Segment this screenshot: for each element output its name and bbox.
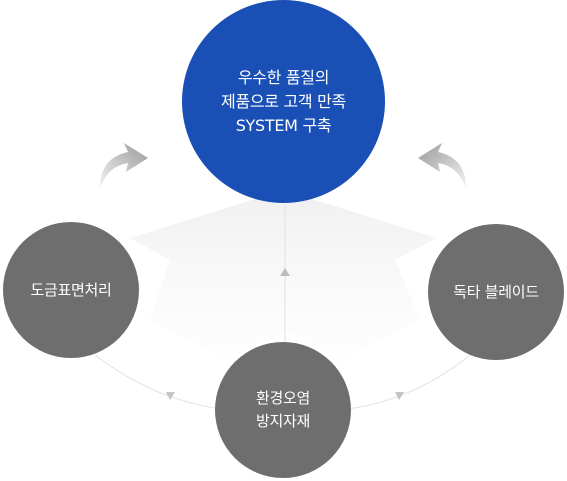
center-goal-line-2: 제품으로 고객 만족 (221, 91, 346, 111)
center-goal-line-1: 우수한 품질의 (237, 67, 330, 87)
pollution-prevention-circle: 환경오염 방지자재 (215, 342, 351, 478)
small-triangle-arrow-icon (395, 392, 404, 400)
plating-surface-circle: 도금표면처리 (3, 222, 139, 358)
pollution-prevention-line-1: 환경오염 (255, 389, 310, 407)
faded-arrow-left (130, 196, 285, 360)
doctor-blade-circle: 독타 블레이드 (428, 224, 564, 360)
curved-arrow-up-right-icon (100, 143, 148, 188)
pollution-prevention-line-2: 방지자재 (255, 412, 310, 430)
center-goal-line-3: SYSTEM 구축 (235, 115, 332, 135)
faded-arrow-right (285, 196, 437, 360)
small-triangle-arrow-icon (166, 392, 175, 400)
doctor-blade-label: 독타 블레이드 (453, 282, 539, 301)
curved-arrow-up-left-icon (418, 143, 466, 188)
center-goal-circle: 우수한 품질의 제품으로 고객 만족 SYSTEM 구축 (182, 0, 385, 203)
small-triangle-arrow-icon (280, 268, 290, 276)
plating-surface-label: 도금표면처리 (30, 280, 112, 299)
